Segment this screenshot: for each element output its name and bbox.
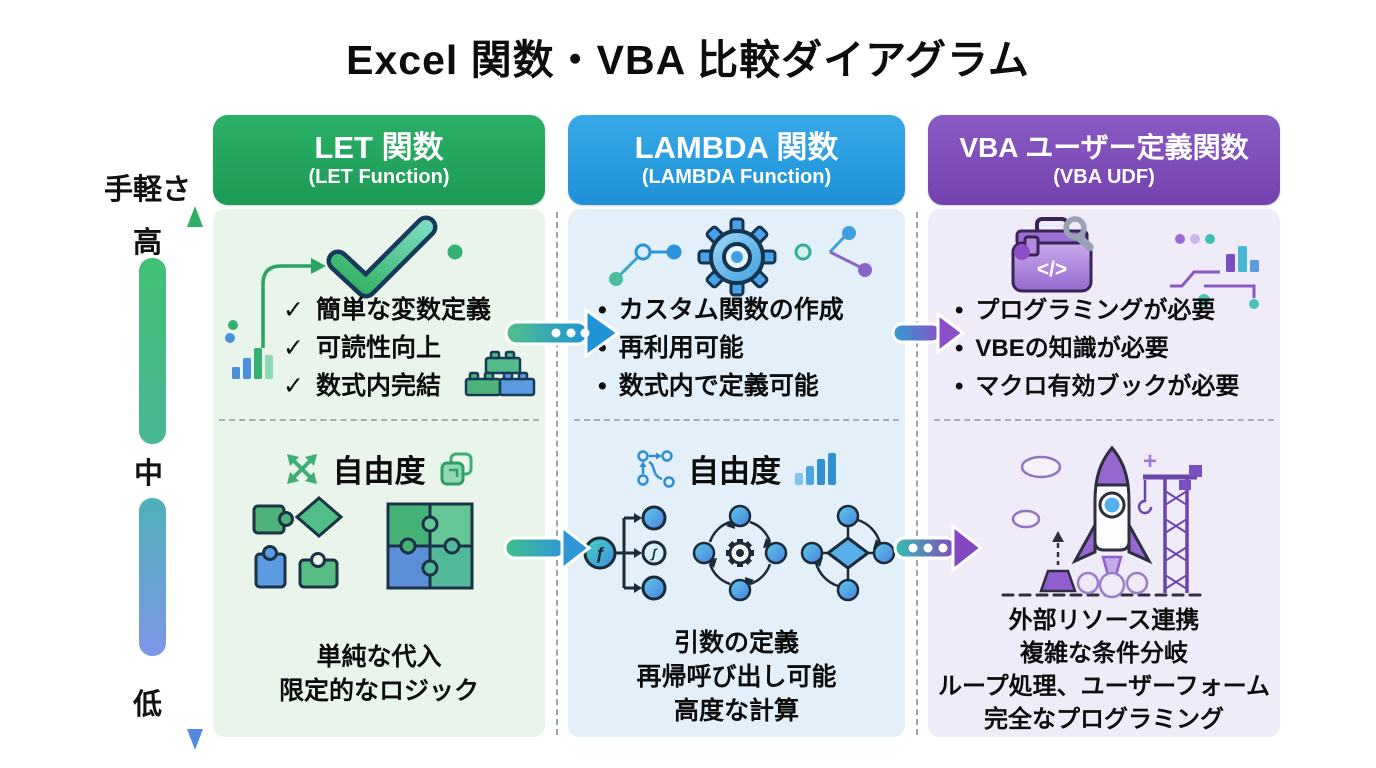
axis-label-ease: 手軽さ [104,174,192,206]
caption-line: 引数の定義 [673,629,799,657]
launch-pad [1039,531,1077,593]
vba-feature-list: • プログラミングが必要 • VBEの知識が必要 • マクロ有効ブックが必要 [955,297,1239,400]
rocket-body [1071,445,1153,599]
bar-chart-icon [225,320,273,379]
lambda-section-divider [574,419,899,421]
vba-title: VBA ユーザー定義関数 [959,132,1249,163]
feature-item: • 数式内で定義可能 [598,373,844,400]
bullet-marker: • [598,372,607,400]
lambda-diagrams: ƒ ʃ [583,504,896,602]
feature-text: 再利用可能 [618,334,744,362]
circuit-chart-decoration [1170,234,1259,309]
lambda-feature-list: • カスタム関数の作成 • 再利用可能 • 数式内で定義可能 [598,297,844,400]
ease-bar-bottom [139,498,166,656]
lambda-header: LAMBDA 関数 (LAMBDA Function) [568,115,905,205]
feature-item: • VBEの知識が必要 [955,335,1239,362]
feature-text: 可読性向上 [315,334,441,362]
page-title: Excel 関数・VBA 比較ダイアグラム [346,37,1030,83]
lambda-freedom-heading: 自由度 [568,446,905,491]
vba-section-divider [934,419,1274,421]
check-marker: ✓ [283,296,304,324]
expand-arrows-icon [286,453,317,484]
separator-lambda-vba [916,212,918,735]
bullet-marker: • [598,296,607,324]
vba-caption: 外部リソース連携 複雑な条件分岐 ループ処理、ユーザーフォーム 完全なプログラミ… [928,604,1280,736]
let-section-divider [219,419,539,421]
caption-line: 単純な代入 [316,643,442,671]
freedom-label: 自由度 [688,454,781,489]
bullet-marker: • [955,373,964,400]
caption-line: ループ処理、ユーザーフォーム [938,673,1270,700]
decision-icon [800,504,896,602]
feature-text: VBEの知識が必要 [975,335,1169,362]
mini-bars-icon [795,452,836,485]
freedom-label: 自由度 [332,454,426,489]
feature-item: ✓ 可読性向上 [283,335,491,362]
caption-line: 再帰呼び出し可能 [636,663,837,691]
rocket-icon: + [1001,445,1209,599]
feature-item: ✓ 簡単な変数定義 [283,297,491,324]
ease-axis-arrow [187,206,203,750]
feature-text: 数式内完結 [315,372,441,400]
let-caption: 単純な代入 限定的なロジック [213,640,545,708]
svg-text:ƒ: ƒ [595,544,604,563]
curved-arrow-icon [261,258,326,348]
bullet-marker: • [955,335,964,362]
crane [1137,465,1202,593]
check-marker: ✓ [283,372,304,400]
let-panel [213,209,545,737]
puzzle-icon [252,496,474,590]
lambda-caption: 引数の定義 再帰呼び出し可能 高度な計算 [568,626,905,728]
caption-line: 高度な計算 [673,697,799,725]
feature-item: • プログラミングが必要 [955,297,1239,324]
axis-tick-low: 低 [133,689,163,721]
feature-text: 簡単な変数定義 [315,296,491,324]
axis-tick-high: 高 [133,227,163,259]
branch-icon: ƒ ʃ [583,505,667,601]
code-glyph: </> [1037,258,1067,281]
let-subtitle: (LET Function) [308,166,450,188]
caption-line: 複雑な条件分岐 [1020,640,1188,667]
bullet-marker: • [955,297,964,324]
feature-item: • カスタム関数の作成 [598,297,844,324]
vba-subtitle: (VBA UDF) [1053,166,1155,188]
plus-glyph: + [1143,448,1157,475]
check-marker: ✓ [283,334,304,362]
flow-nodes-icon [637,449,675,488]
vba-header: VBA ユーザー定義関数 (VBA UDF) [928,115,1280,205]
feature-item: ✓ 数式内完結 [283,373,491,400]
lego-bricks-icon [464,350,536,397]
caption-line: 完全なプログラミング [984,706,1224,733]
caption-line: 外部リソース連携 [1008,607,1200,634]
lambda-title: LAMBDA 関数 [634,130,839,165]
let-header: LET 関数 (LET Function) [213,115,545,205]
feature-text: マクロ有効ブックが必要 [975,373,1240,400]
toolbox-icon: </> [1011,216,1094,293]
axis-tick-mid: 中 [134,458,164,490]
let-freedom-heading: 自由度 [213,446,545,491]
feature-text: カスタム関数の作成 [618,296,844,324]
feature-item: • 再利用可能 [598,335,844,362]
copy-icon [440,452,472,485]
feature-text: プログラミングが必要 [975,297,1216,324]
ease-bar-top [139,258,166,444]
feature-item: • マクロ有効ブックが必要 [955,373,1239,400]
let-title: LET 関数 [314,130,444,165]
gear-icon [697,217,777,297]
feature-text: 数式内で定義可能 [618,372,819,400]
big-check-icon [326,215,438,299]
caption-line: 限定的なロジック [278,677,479,705]
lambda-subtitle: (LAMBDA Function) [641,166,832,188]
lambda-panel [568,209,905,737]
svg-text:ʃ: ʃ [650,546,658,561]
separator-let-lambda [556,212,558,735]
cycle-gear-icon [692,504,788,602]
let-feature-list: ✓ 簡単な変数定義 ✓ 可読性向上 ✓ 数式内完結 [283,297,491,400]
bullet-marker: • [598,334,607,362]
